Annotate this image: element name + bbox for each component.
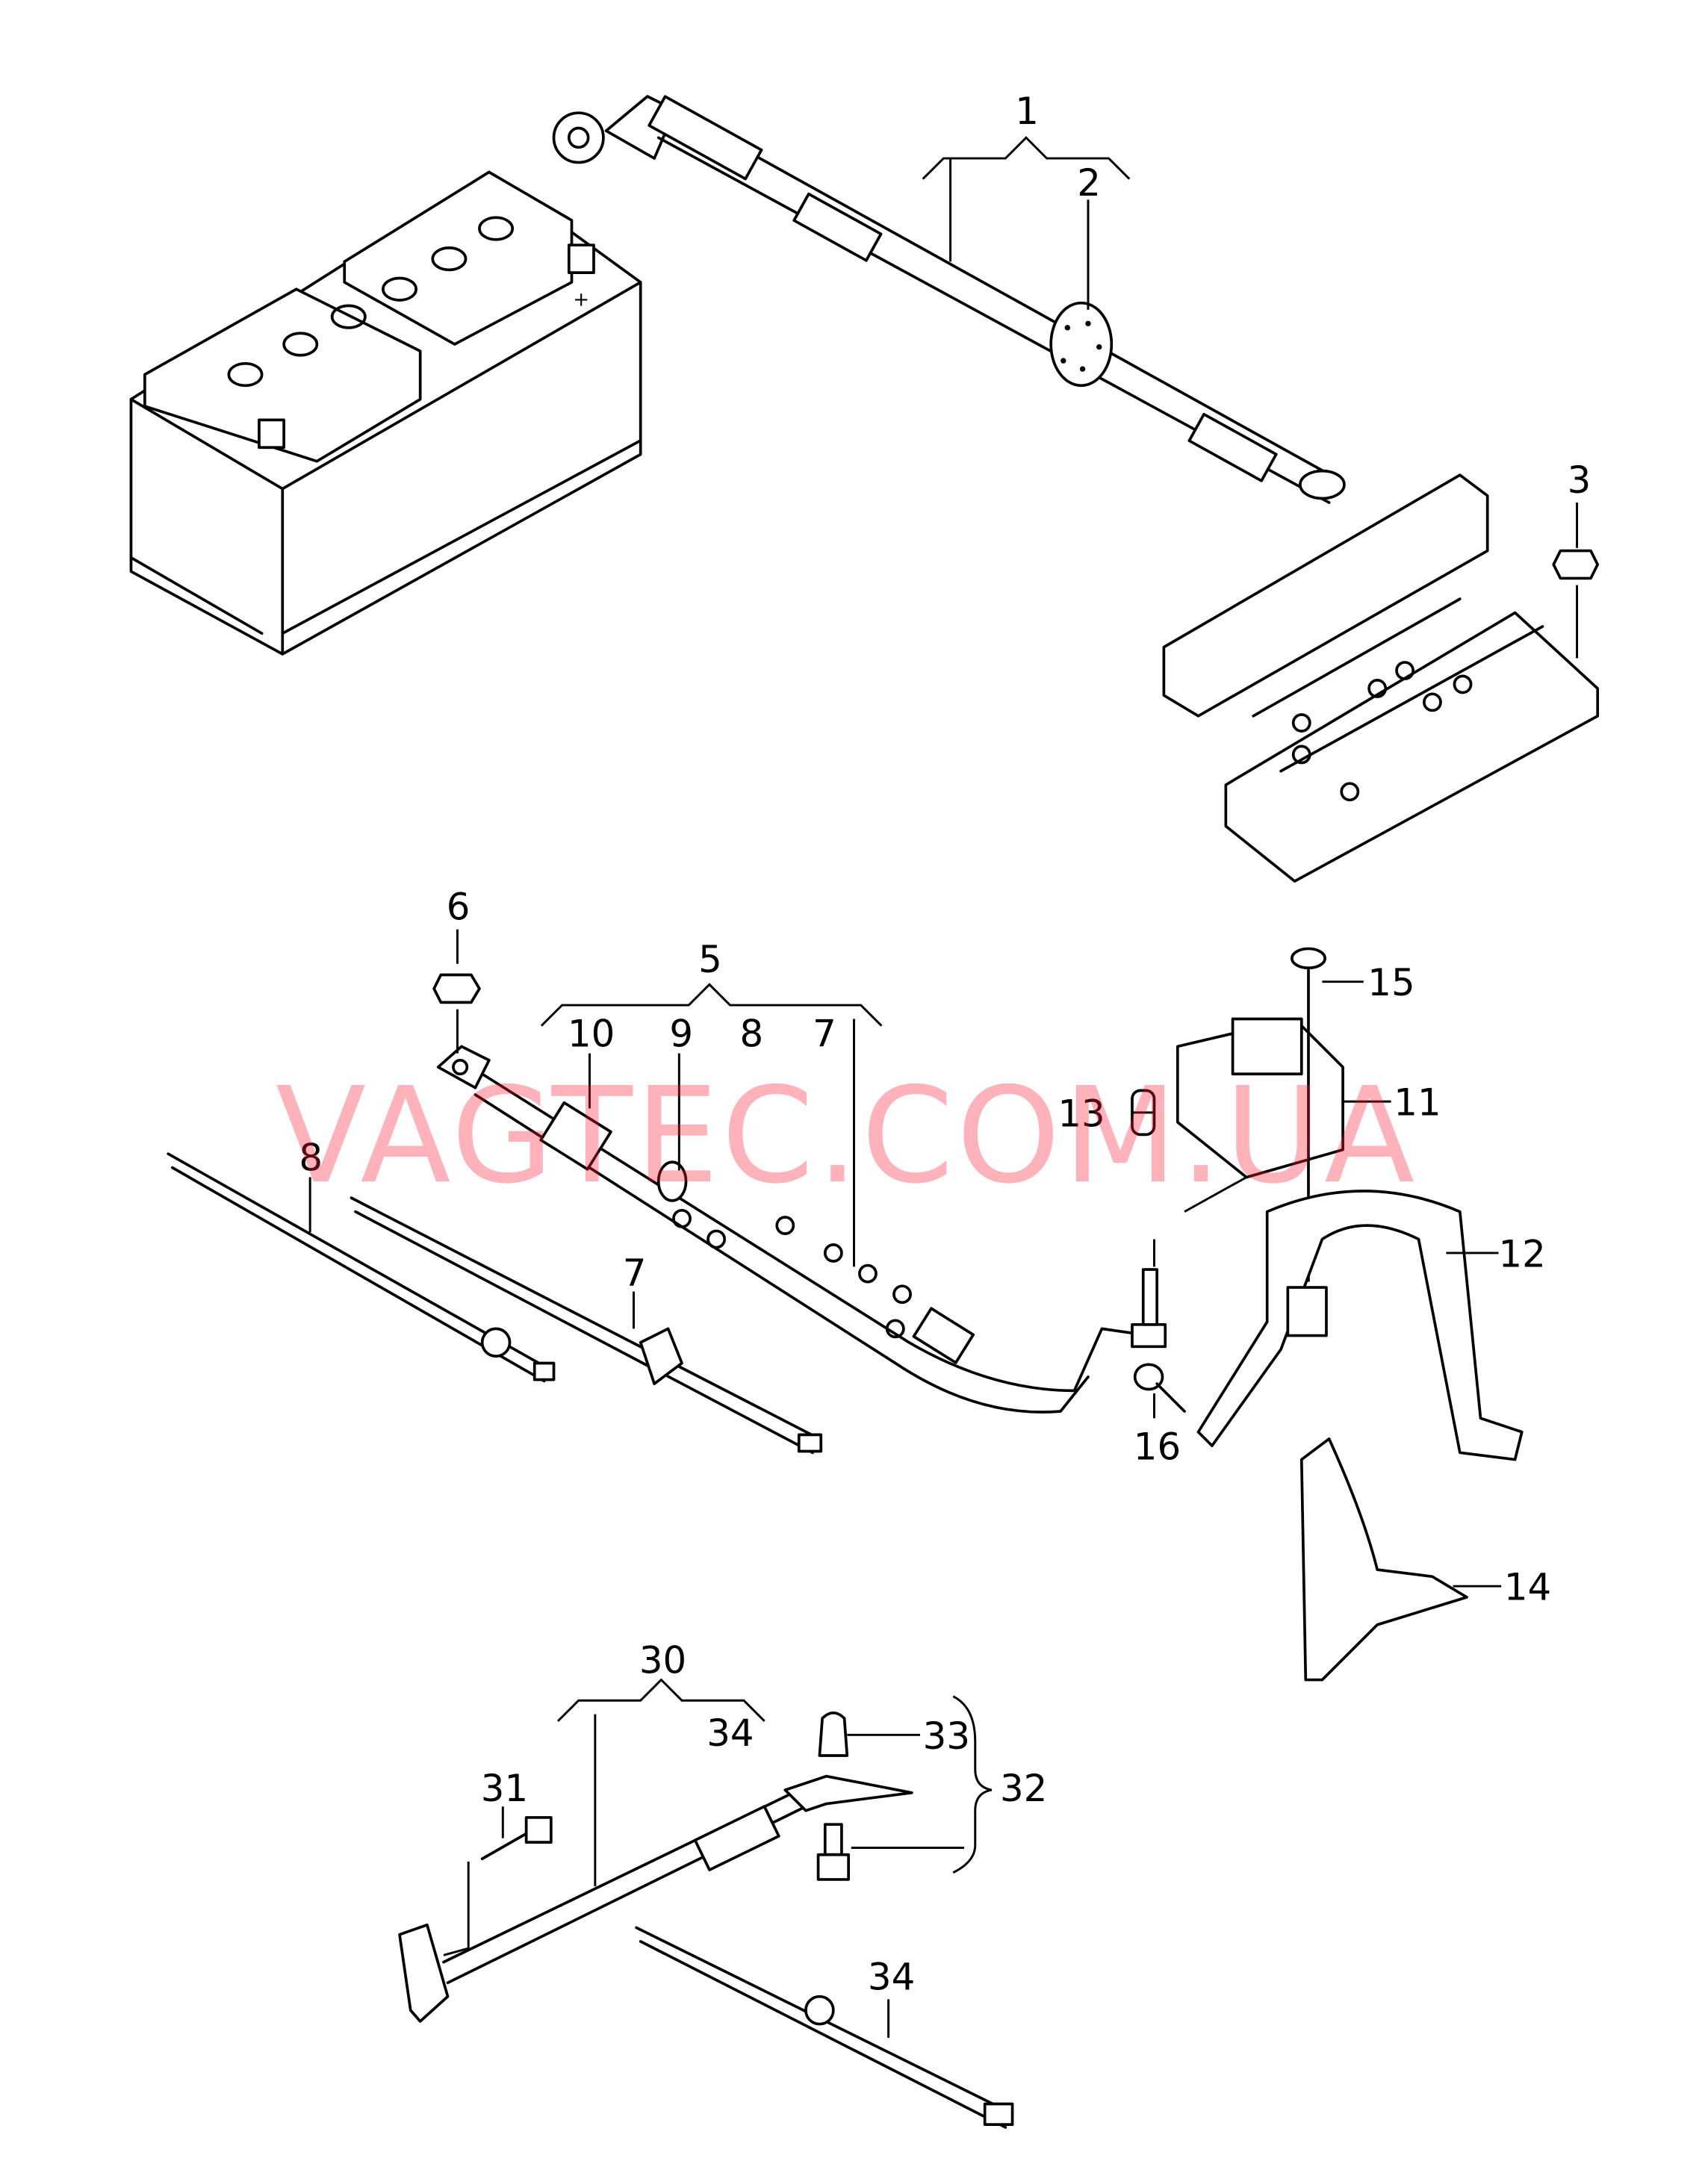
bracket-12 — [1196, 1190, 1524, 1461]
callout-6: 6 — [447, 886, 471, 929]
callout-7-harness: 7 — [813, 1012, 836, 1055]
stud-32 — [816, 1823, 850, 1881]
callout-31: 31 — [481, 1767, 528, 1810]
callout-8-tie: 8 — [299, 1136, 323, 1179]
leader-lines — [308, 136, 1579, 2038]
callout-9: 9 — [669, 1012, 693, 1055]
ground-strap-30 — [398, 1774, 913, 2023]
cable-tie-7 — [350, 1196, 823, 1455]
callout-3: 3 — [1568, 458, 1591, 502]
nut-6 — [432, 973, 481, 1004]
positive-terminal-mark: + — [573, 288, 589, 311]
relay-11 — [1176, 1017, 1344, 1179]
bolt-31 — [480, 1816, 553, 1861]
callout-labels: 1 2 3 5 6 10 9 8 7 8 7 15 13 11 12 16 14… — [299, 90, 1591, 1998]
fuse-box — [1162, 473, 1600, 883]
watermark: VAGTEC.COM.UA — [276, 1059, 1417, 1213]
callout-7-tie: 7 — [623, 1252, 647, 1295]
screw-16 — [1133, 1363, 1186, 1413]
callout-34-tie: 34 — [868, 1955, 915, 1998]
callout-11: 11 — [1394, 1081, 1441, 1125]
callout-8-harness: 8 — [739, 1012, 763, 1055]
callout-30: 30 — [639, 1638, 686, 1682]
stud-bolt — [1141, 1268, 1159, 1326]
callout-32: 32 — [1000, 1767, 1047, 1810]
nut-33 — [818, 1711, 849, 1757]
callout-15: 15 — [1367, 961, 1414, 1004]
callout-1: 1 — [1015, 90, 1039, 133]
cable-tie-34 — [635, 1926, 1014, 2129]
callout-13: 13 — [1058, 1092, 1105, 1135]
callout-5: 5 — [698, 938, 722, 981]
callout-34-strap: 34 — [707, 1712, 754, 1755]
callout-10: 10 — [568, 1012, 615, 1055]
battery: + — [129, 170, 642, 656]
cable-tie-8 — [167, 1152, 556, 1383]
callout-2: 2 — [1077, 161, 1101, 205]
nut-3 — [1552, 549, 1600, 580]
callout-12: 12 — [1498, 1232, 1545, 1275]
callout-33: 33 — [923, 1714, 970, 1758]
battery-cable-harness — [436, 1045, 1167, 1414]
bracket-14 — [1299, 1437, 1468, 1682]
callout-16: 16 — [1134, 1426, 1181, 1469]
cable-grommet — [1049, 301, 1114, 388]
positive-battery-cable — [552, 95, 1346, 504]
callout-14: 14 — [1504, 1566, 1551, 1609]
